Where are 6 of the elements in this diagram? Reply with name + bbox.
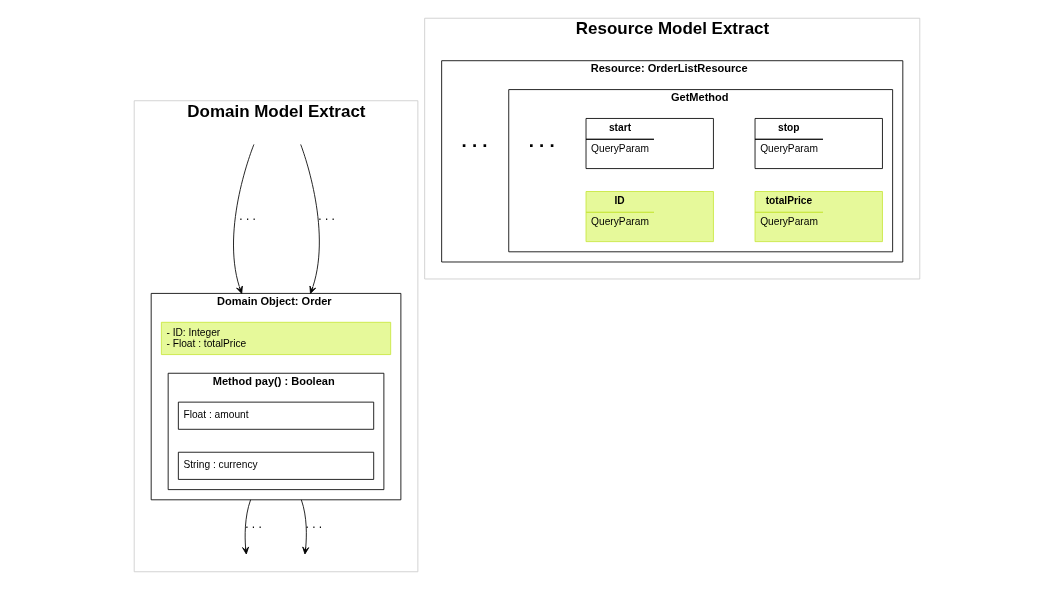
label: . . .: [528, 130, 555, 152]
edge-label: . . .: [245, 517, 262, 531]
label: . . .: [461, 130, 488, 152]
edge-label: . . .: [305, 517, 323, 531]
edge-label: . . .: [318, 208, 335, 223]
edge-label: . . .: [239, 208, 256, 223]
